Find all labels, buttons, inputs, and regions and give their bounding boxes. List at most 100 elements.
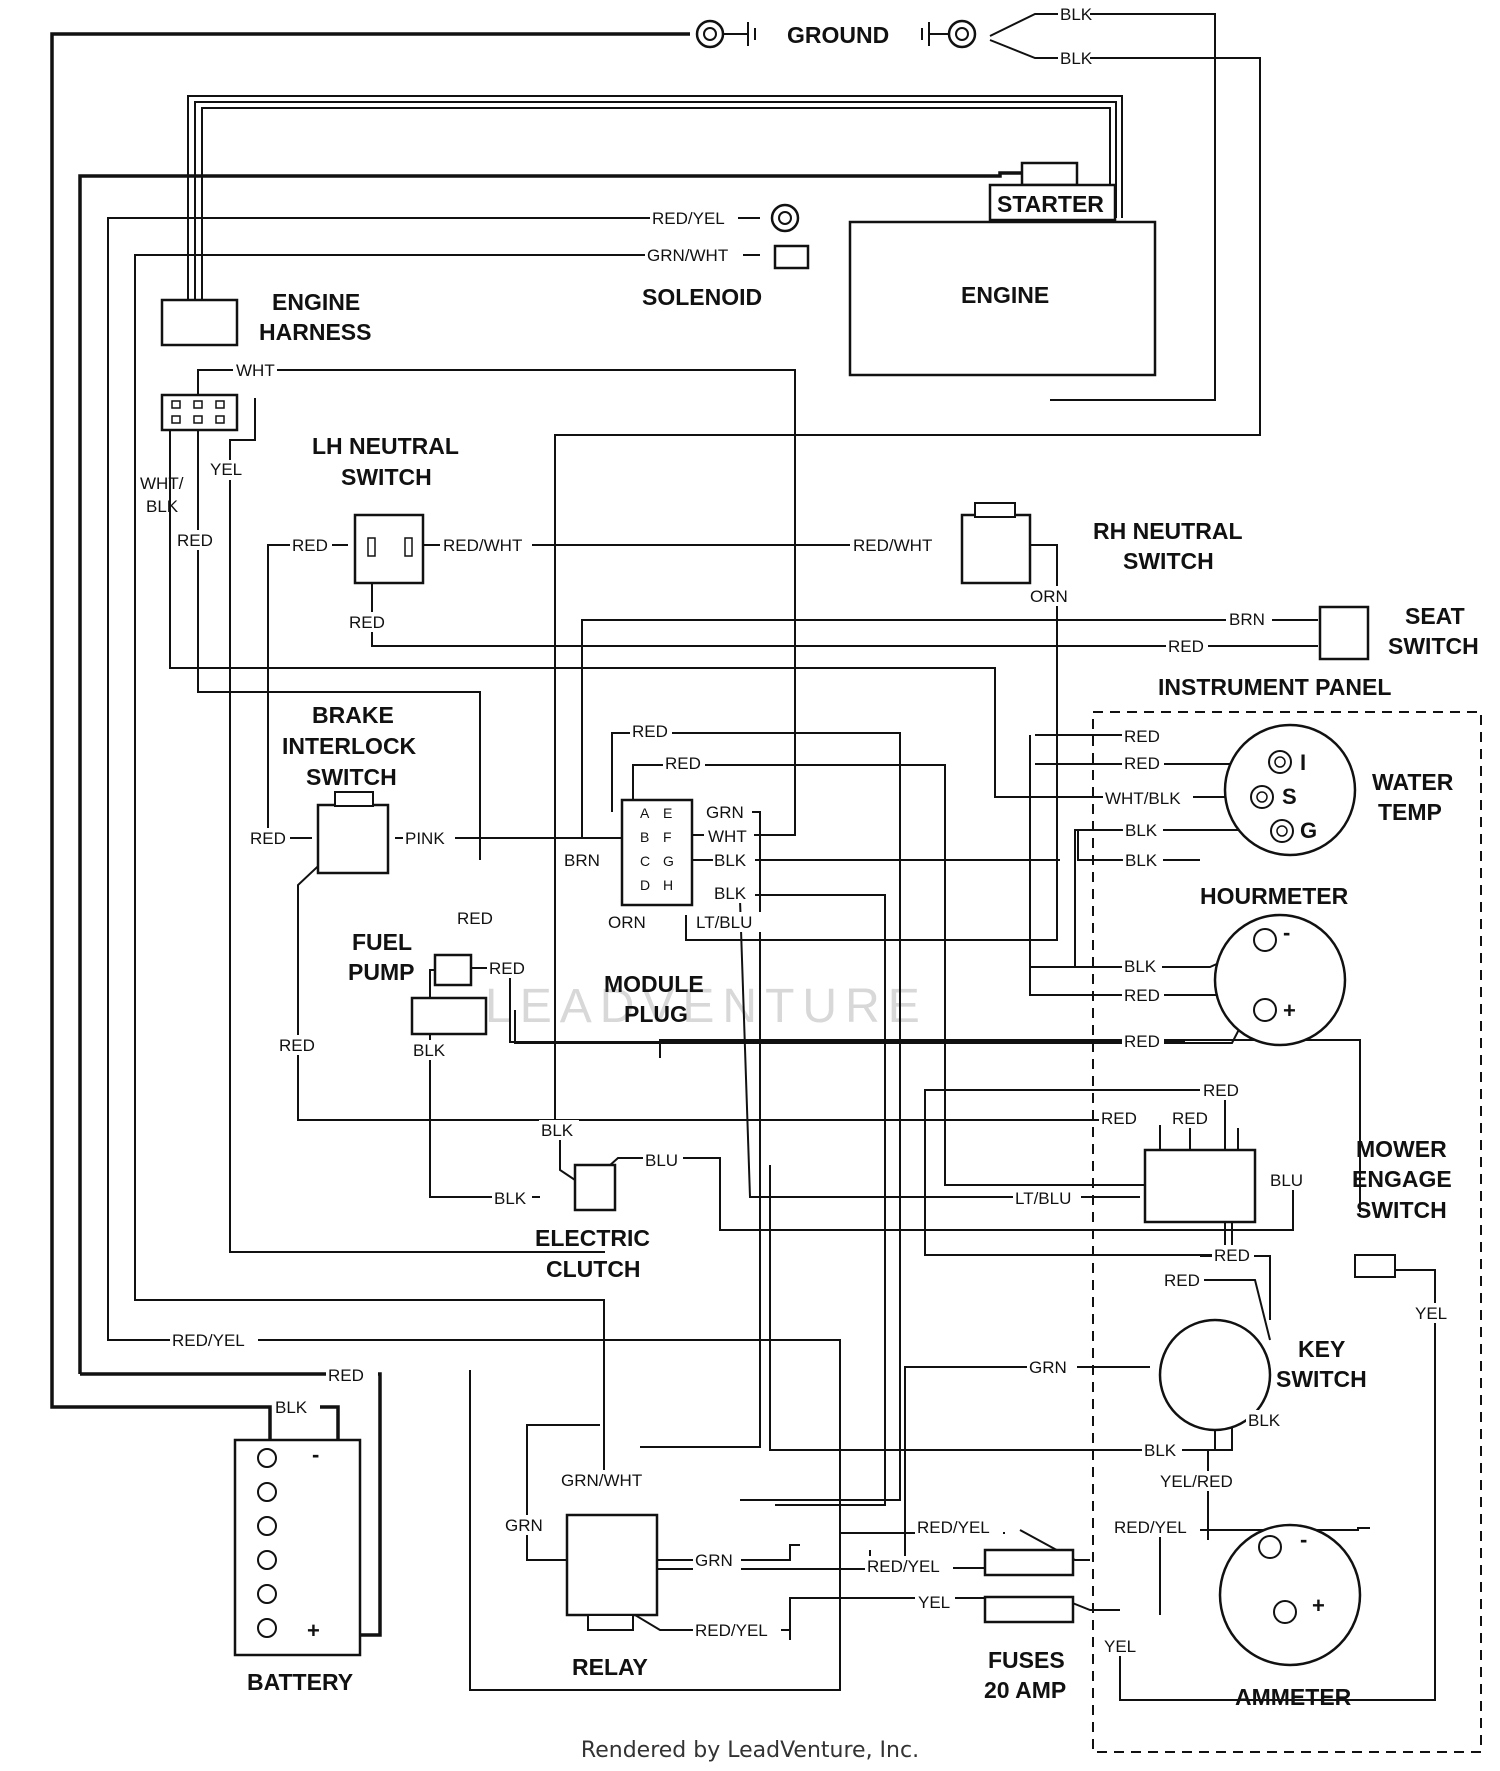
- label-blk-clutch: BLK: [494, 1189, 527, 1208]
- label-orn-module: ORN: [608, 913, 646, 932]
- water-temp-title-1: WATER: [1372, 769, 1454, 795]
- label-red-module-b: RED: [665, 754, 701, 773]
- fuses-title-2: 20 AMP: [984, 1677, 1066, 1703]
- seat-switch-title-2: SWITCH: [1388, 633, 1479, 659]
- label-brn-seat: BRN: [1229, 610, 1265, 629]
- solenoid-terminals: [770, 203, 810, 270]
- brake-interlock-title-3: SWITCH: [306, 764, 397, 790]
- water-temp-pin-i: I: [1300, 750, 1306, 775]
- label-yel-harness: YEL: [210, 460, 242, 479]
- module-pin-g: G: [663, 853, 674, 869]
- label-wht-blk-1: WHT/: [140, 474, 184, 493]
- label-red-mower-1: RED: [1101, 1109, 1137, 1128]
- watermark: LEADVENTURE: [485, 980, 928, 1033]
- module-pin-c: C: [640, 853, 650, 869]
- rh-neutral-title-2: SWITCH: [1123, 548, 1214, 574]
- seat-switch: [1318, 605, 1370, 661]
- label-red-lh-bottom: RED: [349, 613, 385, 632]
- label-red-battery: RED: [328, 1366, 364, 1385]
- label-red-wht-rh: RED/WHT: [853, 536, 932, 555]
- mower-engage-title-1: MOWER: [1356, 1136, 1447, 1162]
- label-red-yel-fuse-1: RED/YEL: [917, 1518, 990, 1537]
- module-pin-h: H: [663, 877, 673, 893]
- module-pin-d: D: [640, 877, 650, 893]
- fuel-pump: [410, 996, 488, 1036]
- label-red-water-1: RED: [1124, 727, 1160, 746]
- rh-neutral-switch: [960, 513, 1032, 585]
- footer-credit: Rendered by LeadVenture, Inc.: [580, 1738, 920, 1763]
- mower-engage-switch: [1143, 1148, 1257, 1224]
- label-blk-module-h: BLK: [714, 884, 747, 903]
- label-red-water-2: RED: [1124, 754, 1160, 773]
- brake-interlock-title-2: INTERLOCK: [282, 733, 417, 759]
- label-red-seat: RED: [1168, 637, 1204, 656]
- label-wht-module: WHT: [708, 827, 747, 846]
- label-red-fuel-right: RED: [489, 959, 525, 978]
- label-pink-brake: PINK: [405, 829, 445, 848]
- label-red-harness: RED: [177, 531, 213, 550]
- label-red-hour-2: RED: [1124, 1032, 1160, 1051]
- fuel-pump-title-2: PUMP: [348, 959, 414, 985]
- label-grn-wht-solenoid: GRN/WHT: [647, 246, 728, 265]
- label-red-fuel-top: RED: [457, 909, 493, 928]
- label-red-wht-lh: RED/WHT: [443, 536, 522, 555]
- ammeter-plus: +: [1312, 1593, 1325, 1618]
- fuse-2: [983, 1595, 1075, 1624]
- module-plug-title-1: MODULE: [604, 971, 704, 997]
- electric-clutch-title-2: CLUTCH: [546, 1256, 641, 1282]
- label-lt-blu-module: LT/BLU: [696, 913, 752, 932]
- label-blk-key: BLK: [1248, 1411, 1281, 1430]
- module-plug: [620, 798, 694, 907]
- wire-labels: BLK BLK RED/YEL GRN/WHT WHT WHT/ BLK YEL…: [140, 4, 1453, 1656]
- module-plug-title-2: PLUG: [624, 1001, 688, 1027]
- engine-harness-title-2: HARNESS: [259, 319, 371, 345]
- label-blk-ground-1: BLK: [1060, 5, 1093, 24]
- brake-interlock-title-1: BRAKE: [312, 702, 394, 728]
- relay-title: RELAY: [572, 1654, 648, 1680]
- label-blk-clutch-top: BLK: [541, 1121, 574, 1140]
- module-pin-b: B: [640, 829, 649, 845]
- label-red-mower-2: RED: [1172, 1109, 1208, 1128]
- label-grn-module: GRN: [706, 803, 744, 822]
- label-lt-blu-mower: LT/BLU: [1015, 1189, 1071, 1208]
- label-yel-fuse: YEL: [918, 1593, 950, 1612]
- engine-box: [848, 220, 1157, 377]
- label-wht-blk-2: BLK: [146, 497, 179, 516]
- starter-title: STARTER: [997, 191, 1104, 217]
- fuel-pump-title-1: FUEL: [352, 929, 412, 955]
- key-switch-yel-plug: [1354, 1254, 1396, 1278]
- key-switch: [1158, 1318, 1272, 1432]
- label-red-mower-top: RED: [1203, 1081, 1239, 1100]
- water-temp-pin-g: G: [1300, 818, 1317, 843]
- label-blk-hour: BLK: [1124, 957, 1157, 976]
- battery-plus: +: [307, 1618, 320, 1643]
- label-grn-relay-right: GRN: [695, 1551, 733, 1570]
- hourmeter-title: HOURMETER: [1200, 883, 1349, 909]
- ground-title: GROUND: [787, 22, 889, 48]
- ground-symbol: [695, 19, 977, 49]
- label-grn-relay-left: GRN: [505, 1516, 543, 1535]
- ammeter-title: AMMETER: [1235, 1684, 1352, 1710]
- water-temp-gauge: [1223, 723, 1357, 857]
- electric-clutch-title-1: ELECTRIC: [535, 1225, 650, 1251]
- label-red-yel-relay: RED/YEL: [695, 1621, 768, 1640]
- label-red-yel-left: RED/YEL: [172, 1331, 245, 1350]
- label-red-hour-1: RED: [1124, 986, 1160, 1005]
- label-yel-red-key: YEL/RED: [1160, 1472, 1233, 1491]
- lh-neutral-switch: [353, 513, 425, 585]
- battery-title: BATTERY: [247, 1669, 353, 1695]
- label-blk-fuel: BLK: [413, 1041, 446, 1060]
- relay: [565, 1513, 659, 1617]
- key-switch-title-2: SWITCH: [1276, 1366, 1367, 1392]
- label-red-yel-ammeter: RED/YEL: [1114, 1518, 1187, 1537]
- label-wht-harness: WHT: [236, 361, 275, 380]
- label-grn-wht-relay: GRN/WHT: [561, 1471, 642, 1490]
- instrument-panel-title: INSTRUMENT PANEL: [1158, 674, 1391, 700]
- label-red-module-a: RED: [632, 722, 668, 741]
- label-blk-module-g: BLK: [714, 851, 747, 870]
- engine-harness-connector: [160, 298, 239, 347]
- module-pin-a: A: [640, 805, 650, 821]
- mower-engage-title-2: ENGAGE: [1352, 1166, 1452, 1192]
- label-blk-ground-2: BLK: [1060, 49, 1093, 68]
- label-red-yel-fuse-2: RED/YEL: [867, 1557, 940, 1576]
